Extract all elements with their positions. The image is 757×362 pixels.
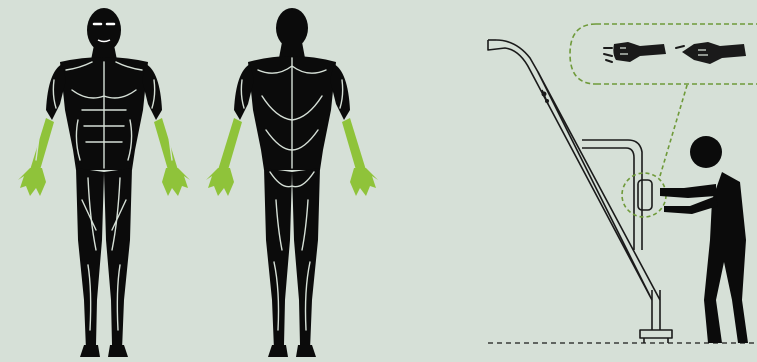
person-silhouette (660, 136, 748, 343)
human-back-anatomy-icon (206, 8, 378, 357)
front-body-silhouette (46, 8, 162, 357)
wrist-roller-exercise-icon (488, 24, 757, 343)
wrist-flexion-icon (604, 42, 666, 62)
human-front-anatomy-icon (18, 8, 190, 357)
machine-frame (488, 40, 672, 343)
wrist-extension-icon (676, 42, 746, 64)
